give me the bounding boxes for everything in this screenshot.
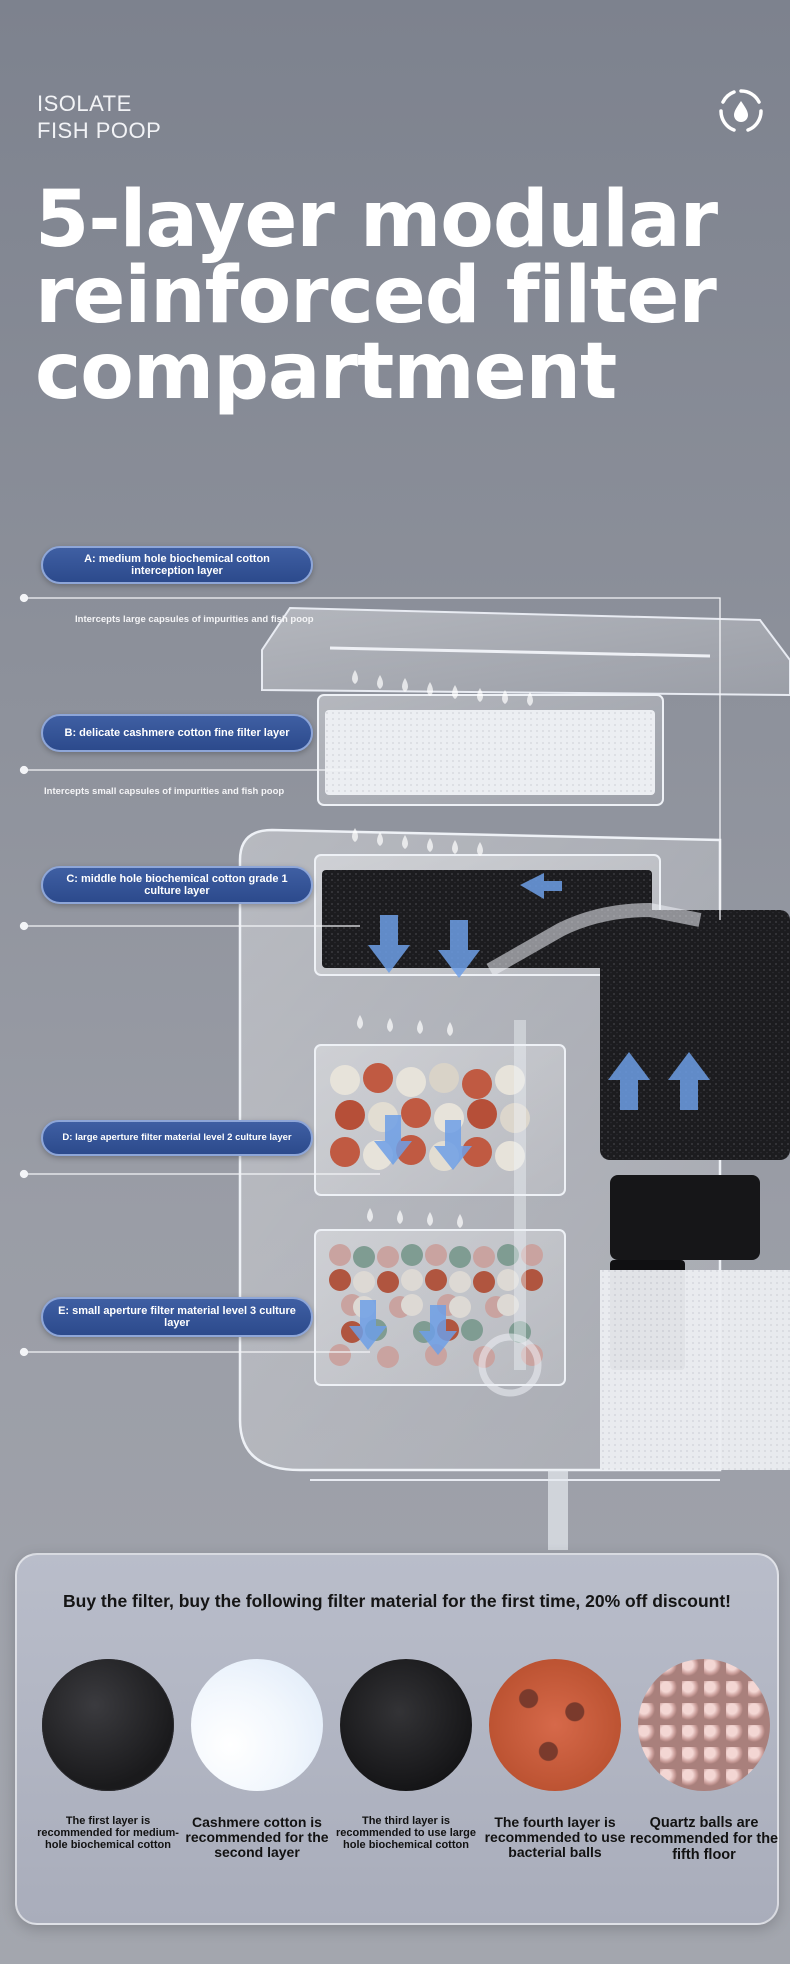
eyebrow-line-1: ISOLATE: [37, 91, 132, 116]
material-3: The third layer is recommended to use la…: [331, 1659, 481, 1851]
water-drop-icon: [719, 89, 763, 132]
material-5-caption: Quartz balls are recommended for the fif…: [629, 1815, 779, 1863]
flow-arrows: [349, 873, 710, 1355]
material-5: Quartz balls are recommended for the fif…: [629, 1659, 779, 1863]
layer-b-note: Intercepts small capsules of impurities …: [44, 786, 285, 797]
material-4-caption: The fourth layer is recommended to use b…: [484, 1814, 626, 1860]
layer-e-label: E: small aperture filter material level …: [41, 1297, 313, 1337]
eyebrow-line-2: FISH POOP: [37, 118, 162, 143]
leader-lines: [19, 593, 721, 1357]
material-4: The fourth layer is recommended to use b…: [480, 1659, 630, 1860]
eyebrow: ISOLATE FISH POOP: [37, 90, 161, 144]
material-3-caption: The third layer is recommended to use la…: [336, 1815, 476, 1851]
layer-b-label: B: delicate cashmere cotton fine filter …: [41, 714, 313, 752]
black-sponge-icon: [340, 1659, 472, 1791]
black-foam-icon: [42, 1659, 174, 1791]
material-2-caption: Cashmere cotton is recommended for the s…: [185, 1814, 329, 1860]
layer-d-label: D: large aperture filter material level …: [41, 1120, 313, 1156]
filter-product-illustration: [19, 593, 790, 1550]
quartz-balls-media: [329, 1244, 543, 1368]
water-drops: [352, 670, 533, 1228]
title-line-1: 5-layer modular: [35, 175, 718, 265]
quartz-balls-icon: [638, 1659, 770, 1791]
layer-a-note: Intercepts large capsules of impurities …: [75, 614, 314, 625]
offer-title: Buy the filter, buy the following filter…: [63, 1591, 731, 1611]
title-line-2: reinforced filter: [35, 251, 717, 341]
ceramic-rings-media: [330, 1063, 530, 1171]
ceramic-rings-icon: [489, 1659, 621, 1791]
layer-a-label: A: medium hole biochemical cotton interc…: [41, 546, 313, 584]
title-line-3: compartment: [35, 327, 617, 417]
layer-c-label: C: middle hole biochemical cotton grade …: [41, 866, 313, 904]
page-title: 5-layer modular reinforced filter compar…: [35, 175, 775, 417]
white-cotton-icon: [191, 1659, 323, 1791]
material-1-caption: The first layer is recommended for mediu…: [37, 1815, 179, 1851]
material-2: Cashmere cotton is recommended for the s…: [182, 1659, 332, 1860]
offer-card: Buy the filter, buy the following filter…: [15, 1553, 779, 1925]
material-1: The first layer is recommended for mediu…: [33, 1659, 183, 1851]
